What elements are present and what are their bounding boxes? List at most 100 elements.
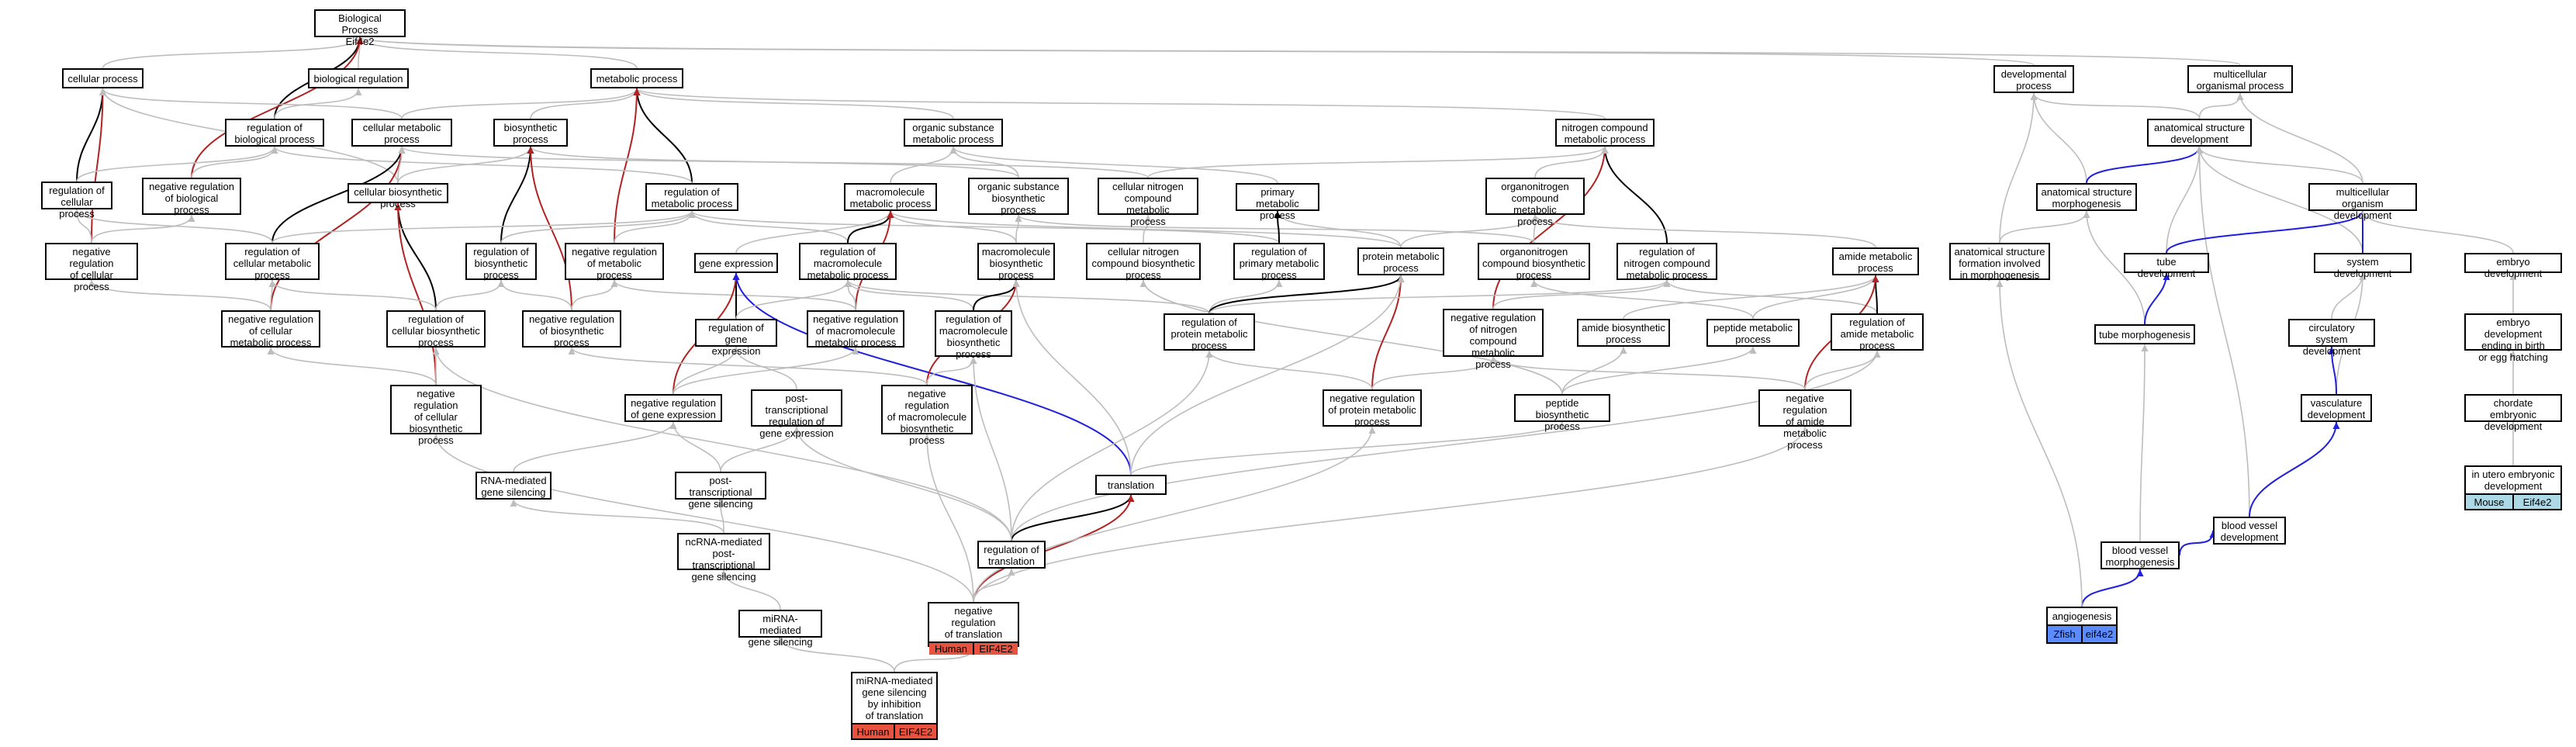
go-term-abp[interactable]: amide biosynthetic process [1577,319,1670,347]
go-term-bp[interactable]: Biological Process Eif4e2 [314,9,406,47]
go-term-rbsp[interactable]: regulation of biosynthetic process [465,243,537,281]
go-term-ncmp[interactable]: nitrogen compound metabolic process [1555,119,1655,147]
edge-rprotmp-to-rpmp [1208,279,1283,314]
go-term-label: amide biosynthetic process [1582,322,1665,345]
go-term-vd[interactable]: vasculature development [2301,394,2372,422]
go-term-bvm[interactable]: blood vessel morphogenesis [2101,541,2180,569]
go-term-rbp[interactable]: regulation of biological process [225,119,324,147]
go-term-bvd[interactable]: blood vessel development [2213,517,2286,545]
go-term-bsp[interactable]: biosynthetic process [493,119,568,147]
go-term-tm[interactable]: tube morphogenesis [2094,324,2195,344]
go-term-td[interactable]: tube development [2124,253,2209,279]
go-term-nrge[interactable]: negative regulation of gene expression [624,394,722,422]
go-term-pepmp[interactable]: peptide metabolic process [1706,319,1800,347]
edge-nrcbsp-to-nrcmp [267,347,437,386]
go-term-nrbp[interactable]: negative regulation of biological proces… [142,178,241,216]
go-term-asd[interactable]: anatomical structure development [2147,119,2252,147]
go-term-rtr[interactable]: regulation of translation [977,541,1046,569]
go-term-tr[interactable]: translation [1095,475,1167,495]
edge-asd-to-mop [2198,92,2244,119]
go-term-label: tube morphogenesis [2099,328,2190,341]
edge-rmp-to-mp [633,88,693,184]
go-term-nrbsp[interactable]: negative regulation of biosynthetic proc… [522,310,621,348]
go-term-label: regulation of amide metabolic process [1840,316,1914,351]
go-term-nrcmp[interactable]: negative regulation of cellular metaboli… [221,310,320,348]
edge-vd-to-csd [2328,346,2337,395]
go-term-mop[interactable]: multicellular organismal process [2187,65,2293,93]
go-term-label: regulation of macromolecule metabolic pr… [807,246,889,281]
go-term-cmp[interactable]: cellular metabolic process [351,119,452,147]
go-term-rcbsp[interactable]: regulation of cellular biosynthetic proc… [386,310,486,348]
edge-mop-to-bp [357,36,2241,66]
go-term-mod[interactable]: multicellular organism development [2308,183,2417,221]
go-term-pepbp[interactable]: peptide biosynthetic process [1514,394,1610,432]
go-term-ptrge[interactable]: post-transcriptional regulation of gene … [751,389,842,439]
go-term-rmbsp[interactable]: regulation of macromolecule biosynthetic… [935,310,1012,360]
edge-rprotmp-to-rncmp [1208,279,1671,314]
go-term-nrmbsp[interactable]: negative regulation of macromolecule bio… [881,385,973,446]
go-term-rnags[interactable]: RNA-mediated gene silencing [475,472,552,500]
go-term-csd[interactable]: circulatory system development [2288,319,2375,357]
go-term-ed[interactable]: embryo development [2464,253,2562,279]
edge-mbsp-to-mmp [887,210,1017,244]
go-term-cncmp[interactable]: cellular nitrogen compound metabolic pro… [1098,178,1198,227]
go-term-dev[interactable]: developmental process [1993,65,2074,93]
go-term-label: cellular nitrogen compound metabolic pro… [1112,181,1184,227]
go-term-mp[interactable]: metabolic process [590,68,683,88]
edge-cncmp-to-ncmp [1147,146,1609,178]
go-term-rpmp[interactable]: regulation of primary metabolic process [1233,243,1325,281]
go-term-cncbp[interactable]: cellular nitrogen compound biosynthetic … [1086,243,1201,281]
go-term-rcp[interactable]: regulation of cellular process [41,182,112,220]
go-term-oncbp[interactable]: organonitrogen compound biosynthetic pro… [1478,243,1590,281]
go-term-label: regulation of cellular process [49,185,105,220]
go-term-rge[interactable]: regulation of gene expression [695,319,777,357]
edge-protmp-to-pmp [1274,210,1402,248]
go-term-edeb[interactable]: embryo development ending in birth or eg… [2464,313,2562,363]
go-term-sd[interactable]: system development [2314,253,2412,279]
go-term-ramp[interactable]: regulation of amide metabolic process [1831,313,1924,351]
go-term-protmp[interactable]: protein metabolic process [1357,247,1444,275]
go-term-nrcbsp[interactable]: negative regulation of cellular biosynth… [390,385,482,446]
go-term-pmp[interactable]: primary metabolic process [1236,183,1319,221]
go-term-asm[interactable]: anatomical structure morphogenesis [2036,183,2137,211]
go-term-breg[interactable]: biological regulation [308,68,409,88]
go-term-nrmp[interactable]: negative regulation of metabolic process [565,243,664,281]
go-term-ptgs[interactable]: post-transcriptional gene silencing [675,472,766,510]
go-term-label: translation [1108,479,1154,491]
edge-rcbsp-to-rbsp [435,279,505,311]
go-term-nrcp[interactable]: negative regulation of cellular process [45,243,138,292]
go-term-rncmp[interactable]: regulation of nitrogen compound metaboli… [1616,243,1717,281]
go-term-ncrna[interactable]: ncRNA-mediated post-transcriptional gene… [677,533,770,583]
go-term-rmmp[interactable]: regulation of macromolecule metabolic pr… [799,243,897,281]
go-term-mbsp[interactable]: macromolecule biosynthetic process [977,243,1055,281]
edge-nrge-to-nrmmp [673,347,859,395]
edge-ncrna-to-rnags [510,499,724,534]
go-term-ced[interactable]: chordate embryonic development [2464,394,2562,432]
go-term-cp[interactable]: cellular process [62,68,143,88]
go-term-rprotmp[interactable]: regulation of protein metabolic process [1164,313,1255,351]
go-term-ge[interactable]: gene expression [694,253,778,273]
go-term-label: organic substance metabolic process [912,122,994,145]
go-term-nrncmp[interactable]: negative regulation of nitrogen compound… [1443,309,1544,370]
go-term-osbp[interactable]: organic substance biosynthetic process [968,178,1069,216]
edge-rcp-to-rbp [76,146,278,182]
go-term-nramp[interactable]: negative regulation of amide metabolic p… [1758,389,1852,451]
go-term-rcmp[interactable]: regulation of cellular metabolic process [225,243,320,281]
go-term-rmp[interactable]: regulation of metabolic process [645,183,738,211]
go-term-mirgs[interactable]: miRNA-mediated gene silencing [738,610,822,648]
go-term-asfim[interactable]: anatomical structure formation involved … [1949,243,2050,281]
go-term-oncmp[interactable]: organonitrogen compound metabolic proces… [1485,178,1585,227]
go-term-label: post-transcriptional gene silencing [688,475,753,510]
go-term-mirinh[interactable]: miRNA-mediated gene silencing by inhibit… [851,672,938,740]
edge-tm-to-td [2144,272,2170,325]
go-term-amp[interactable]: amide metabolic process [1832,247,1919,275]
go-term-cbsp[interactable]: cellular biosynthetic process [348,183,448,209]
go-term-nrmmp[interactable]: negative regulation of macromolecule met… [807,310,904,348]
go-term-nrprotmp[interactable]: negative regulation of protein metabolic… [1323,389,1422,427]
go-term-mmp[interactable]: macromolecule metabolic process [844,183,937,211]
go-term-osmp[interactable]: organic substance metabolic process [904,119,1003,147]
